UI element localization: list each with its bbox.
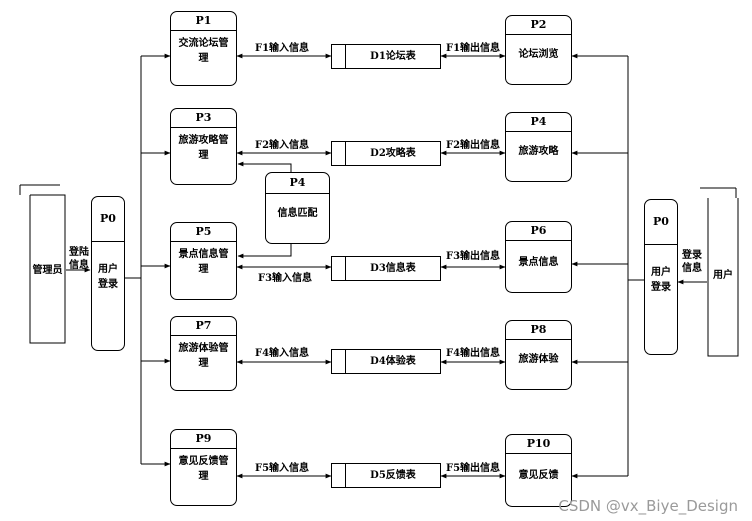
flow-label-f4-out: F4输出信息: [446, 348, 501, 359]
flow-label-f5-in: F5输入信息: [255, 463, 310, 474]
process-id: P4: [266, 173, 329, 194]
process-id: P8: [506, 321, 571, 340]
process-name: 用户登录: [98, 264, 118, 290]
process-p1[interactable]: P1 交流论坛管理: [170, 11, 237, 86]
process-p0-right[interactable]: P0 用户登录: [644, 199, 678, 355]
process-name: 景点信息管理: [178, 249, 229, 275]
process-name: 意见反馈管理: [178, 456, 229, 482]
process-p2[interactable]: P2 论坛浏览: [505, 15, 572, 85]
process-name: 旅游体验: [518, 354, 559, 365]
store-name: D4体验表: [370, 356, 416, 367]
store-id-cell: [332, 45, 346, 68]
match-to-p5: [237, 244, 292, 259]
process-p7[interactable]: P7 旅游体验管理: [170, 316, 237, 391]
store-name: D3信息表: [370, 263, 416, 274]
process-p4-match[interactable]: P4 信息匹配: [265, 172, 330, 244]
admin-entity-label: 管理员: [32, 265, 63, 276]
process-p8[interactable]: P8 旅游体验: [505, 320, 572, 390]
flow-label-f4-in: F4输入信息: [255, 348, 310, 359]
flow-label-f3-in: F3输入信息: [258, 273, 313, 284]
process-id: P6: [506, 222, 571, 241]
process-id: P3: [171, 109, 236, 128]
process-id: P7: [171, 317, 236, 336]
process-name: 论坛浏览: [518, 49, 559, 60]
store-id-cell: [332, 257, 346, 280]
process-p6[interactable]: P6 景点信息: [505, 221, 572, 293]
store-d4[interactable]: D4体验表: [331, 349, 441, 374]
process-name: 意见反馈: [518, 470, 559, 481]
process-p5[interactable]: P5 景点信息管理: [170, 222, 237, 300]
user-login-label: 登录信息: [682, 250, 702, 274]
user-entity-box: [707, 198, 739, 357]
match-to-p3: [237, 161, 292, 172]
watermark-text: CSDN @vx_Biye_Design: [558, 497, 738, 515]
store-name: D1论坛表: [370, 51, 416, 62]
process-p10[interactable]: P10 意见反馈: [505, 434, 572, 507]
store-id-cell: [332, 464, 346, 487]
process-name: 信息匹配: [277, 208, 318, 219]
process-id: P4: [506, 113, 571, 132]
process-name: 交流论坛管理: [178, 38, 229, 64]
flow-label-f2-out: F2输出信息: [446, 140, 501, 151]
store-name: D5反馈表: [370, 470, 416, 481]
store-d5[interactable]: D5反馈表: [331, 463, 441, 488]
process-name: 旅游攻略管理: [178, 135, 229, 161]
process-name: 景点信息: [518, 257, 559, 268]
flow-label-f1-out: F1输出信息: [446, 43, 501, 54]
process-name: 旅游体验管理: [178, 343, 229, 369]
process-id: P1: [171, 12, 236, 31]
process-name: 旅游攻略: [518, 146, 559, 157]
process-p0-left[interactable]: P0 用户登录: [91, 196, 125, 351]
process-id: P2: [506, 16, 571, 35]
store-id-cell: [332, 350, 346, 373]
flow-label-f2-in: F2输入信息: [255, 140, 310, 151]
flow-label-f3-out: F3输出信息: [446, 251, 501, 262]
flow-label-f5-out: F5输出信息: [446, 463, 501, 474]
store-id-cell: [332, 142, 346, 165]
admin-login-label: 登陆信息: [69, 247, 89, 271]
admin-entity-box: [29, 194, 66, 344]
process-id: P9: [171, 430, 236, 449]
process-id: P10: [506, 435, 571, 454]
process-p9[interactable]: P9 意见反馈管理: [170, 429, 237, 506]
process-p3[interactable]: P3 旅游攻略管理: [170, 108, 237, 185]
process-id: P0: [92, 197, 124, 242]
process-id: P5: [171, 223, 236, 242]
store-d1[interactable]: D1论坛表: [331, 44, 441, 69]
store-name: D2攻略表: [370, 148, 416, 159]
process-id: P0: [645, 200, 677, 245]
store-d2[interactable]: D2攻略表: [331, 141, 441, 166]
store-d3[interactable]: D3信息表: [331, 256, 441, 281]
process-p4[interactable]: P4 旅游攻略: [505, 112, 572, 182]
user-entity-label: 用户: [713, 270, 733, 281]
process-name: 用户登录: [651, 267, 671, 293]
flow-label-f1-in: F1输入信息: [255, 43, 310, 54]
